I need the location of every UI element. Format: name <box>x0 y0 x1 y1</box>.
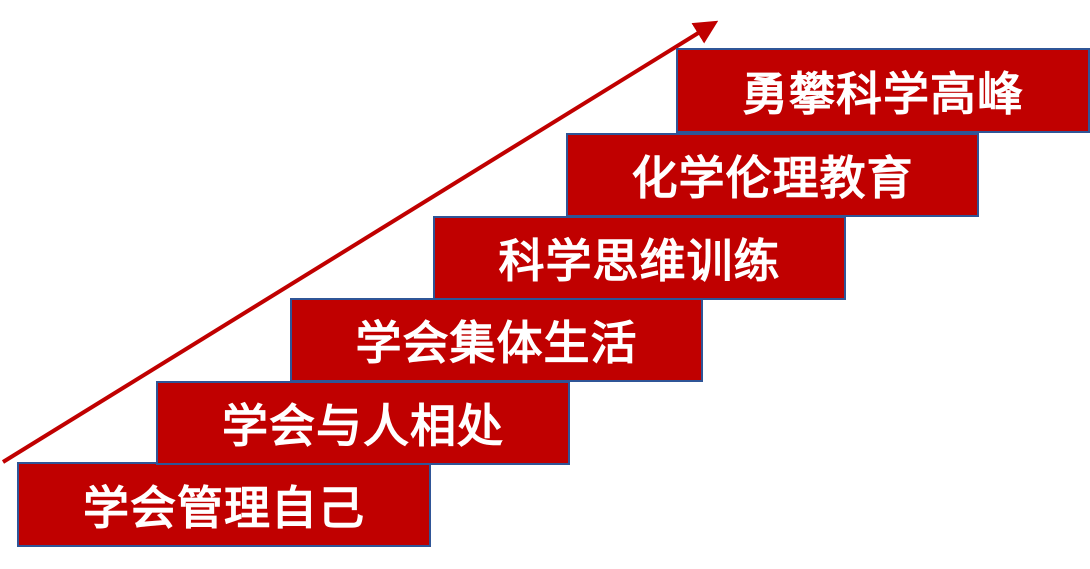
step-label: 勇攀科学高峰 <box>742 66 1024 121</box>
step-label: 学会集体生活 <box>355 316 638 370</box>
step-2: 学会与人相处 <box>156 381 570 465</box>
step-6: 勇攀科学高峰 <box>676 48 1090 133</box>
step-label: 科学思维训练 <box>498 234 781 288</box>
step-label: 学会管理自己 <box>83 480 365 535</box>
step-3: 学会集体生活 <box>290 298 703 382</box>
step-label: 学会与人相处 <box>222 399 504 453</box>
step-5: 化学伦理教育 <box>566 133 979 217</box>
step-label: 化学伦理教育 <box>631 151 914 205</box>
step-4: 科学思维训练 <box>433 216 846 300</box>
step-1: 学会管理自己 <box>17 462 431 547</box>
